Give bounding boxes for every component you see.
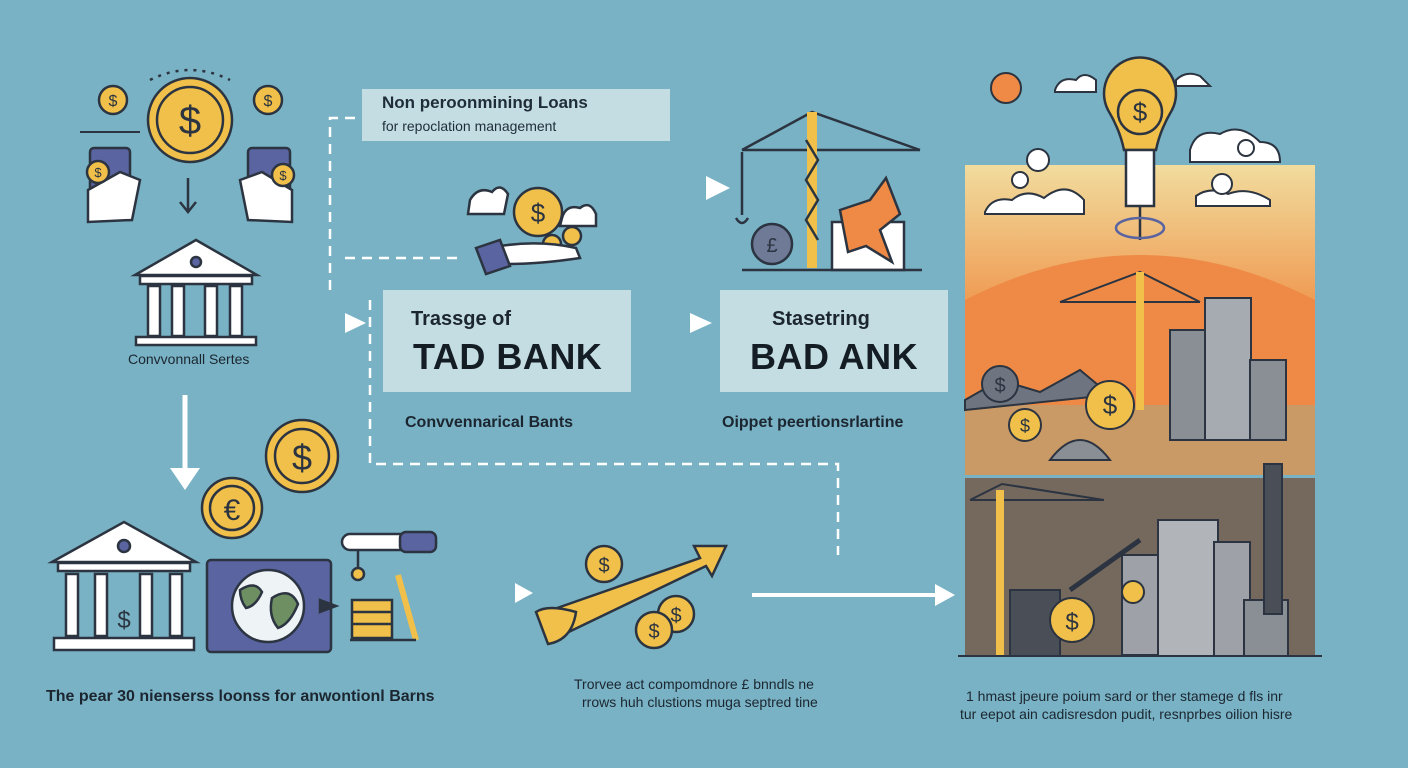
bad-bank-panel-subtitle: Stasetring [772, 308, 870, 330]
good-bank-panel-title: TAD BANK [413, 336, 603, 377]
svg-text:$: $ [670, 605, 681, 627]
panel1-caption: Convvennarical Bants [405, 414, 574, 431]
bottom-mid-caption-1: Trorvee act compomdnore £ bnndls ne [574, 676, 814, 692]
crane-icon [340, 530, 438, 642]
npl-note-box [362, 89, 670, 141]
bottom-mid-caption-2: rrows huh clustions muga septred tine [582, 694, 818, 710]
good-bank-panel-subtitle: Trassge of [411, 308, 512, 330]
bottom-left-caption: The pear 30 nienserss loonss for anwonti… [46, 688, 435, 705]
global-market-icon [205, 558, 340, 654]
euro-icon: € [224, 494, 241, 527]
svg-text:$: $ [1065, 609, 1078, 636]
construction-crane-icon: £ [734, 110, 922, 272]
dashed-connectors [328, 116, 840, 555]
svg-text:$: $ [994, 375, 1005, 397]
coin-exchange-icon: $ $ $ $ $ [80, 68, 296, 224]
svg-text:$: $ [1133, 97, 1148, 127]
svg-text:$: $ [1020, 416, 1030, 436]
svg-text:$: $ [109, 93, 118, 110]
bad-bank-panel: Stasetring BAD ANK [720, 290, 948, 392]
conventional-bank-icon [130, 238, 262, 347]
bottom-right-caption-1: 1 hmast jpeure poium sard or ther stameg… [966, 688, 1283, 704]
recovery-scene: $ $ $ $ [958, 56, 1322, 657]
flow-arrows [170, 176, 955, 606]
hand-coins-icon: $ [466, 186, 598, 276]
bad-bank-panel-title: BAD ANK [750, 336, 919, 377]
svg-text:$: $ [117, 607, 130, 634]
dollar-icon: $ [292, 437, 312, 478]
svg-text:$: $ [264, 93, 273, 110]
bank-vault-icon: $ [47, 520, 201, 652]
conventional-label: Convvonnall Sertes [128, 351, 250, 367]
svg-text:$: $ [94, 165, 102, 180]
svg-text:$: $ [279, 168, 287, 183]
falling-coins: $ € [200, 418, 340, 540]
pound-icon: £ [766, 235, 777, 257]
svg-text:$: $ [648, 621, 659, 643]
svg-text:$: $ [531, 198, 546, 228]
npl-note-title: Non peroonmining Loans [382, 93, 588, 112]
growth-arrow-icon: $ $ $ [534, 544, 728, 650]
panel2-caption: Oippet peertionsrlartine [722, 414, 904, 431]
bottom-right-caption-2: tur eepot ain cadisresdon pudit, resnprb… [960, 706, 1293, 722]
svg-text:$: $ [1103, 390, 1118, 420]
svg-text:$: $ [598, 555, 609, 577]
dollar-icon: $ [179, 99, 201, 143]
npl-note-subtitle: for repoclation management [382, 118, 557, 134]
good-bank-panel: Trassge of TAD BANK [383, 290, 631, 392]
